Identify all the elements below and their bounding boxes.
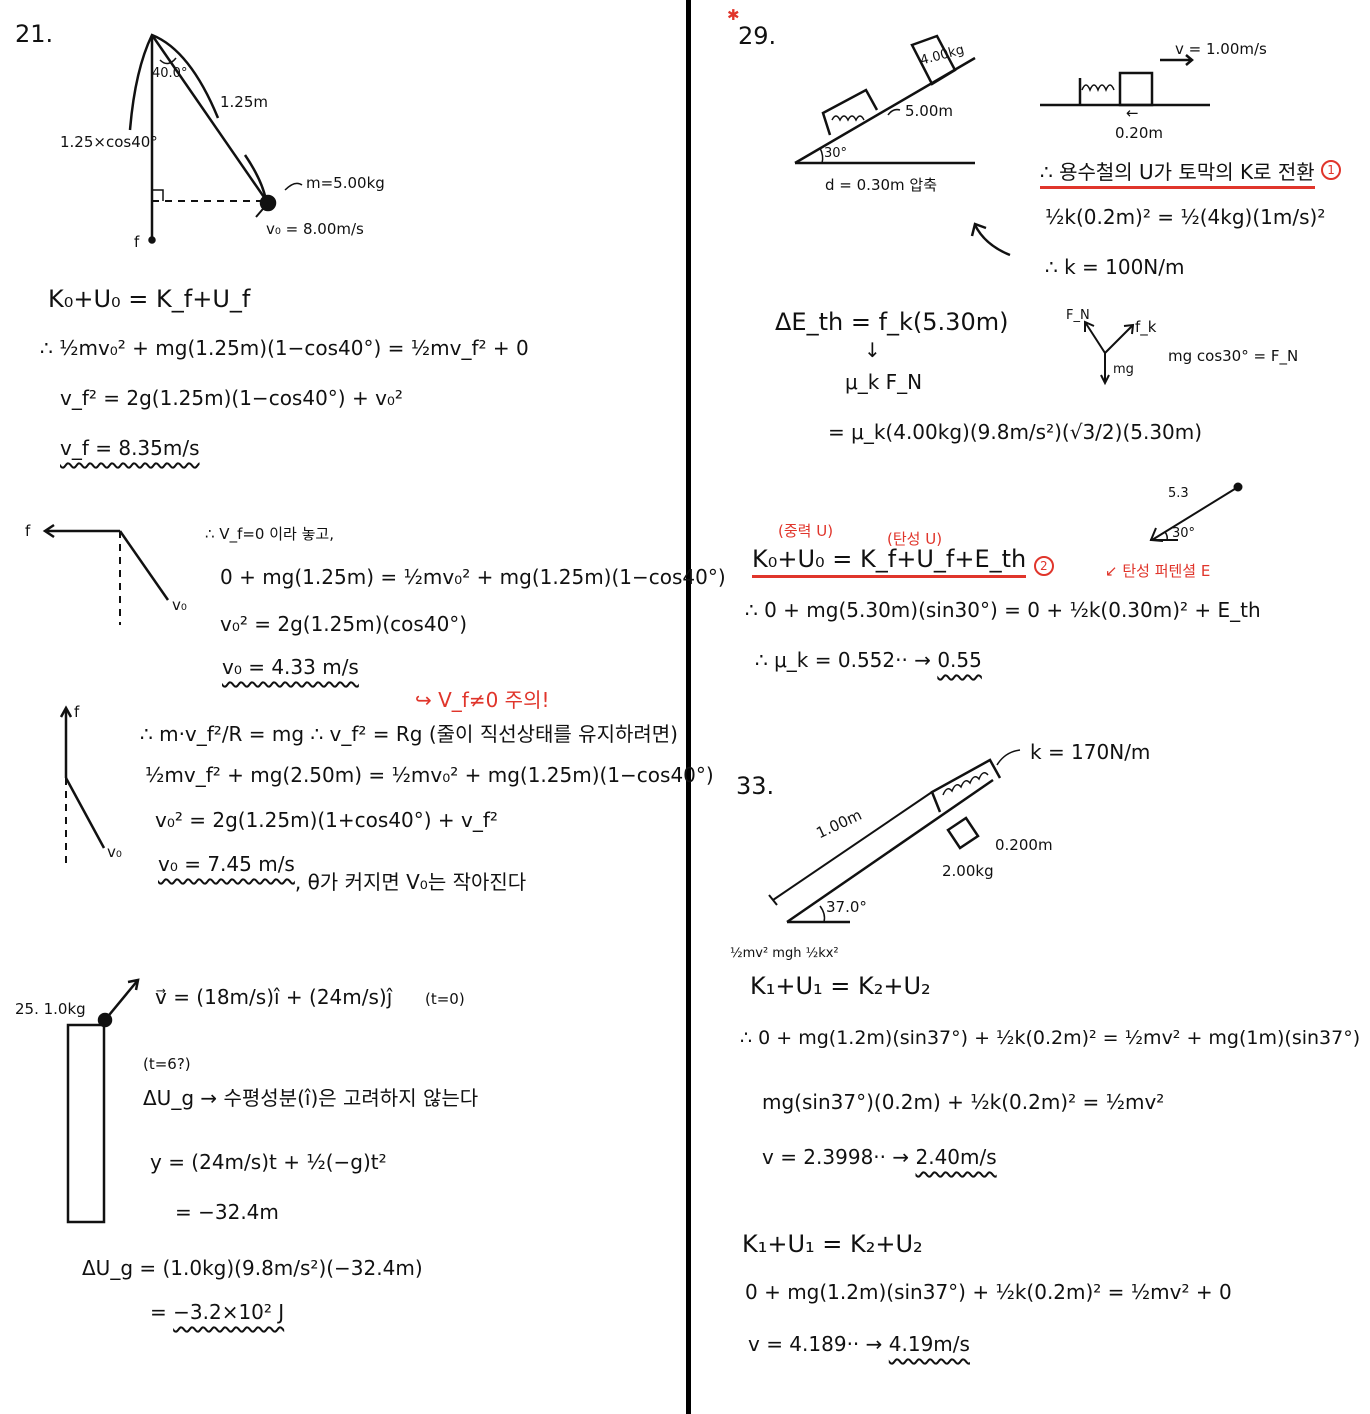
compression-label: 0.20m [1115,124,1164,142]
down-arrow-icon: ↓ [864,338,881,362]
equation-line: ∴ 0 + mg(1.2m)(sin37°) + ½k(0.2m)² = ½mv… [740,1027,1361,1049]
result: v = 2.3998·· → [762,1145,910,1169]
problem-33-number: 33. [736,772,775,800]
final-point-label: f [25,522,31,540]
warning-note: ↪ V_f≠0 주의! [415,688,550,712]
mass-label: 2.00kg [942,862,994,880]
equation-line: v_f² = 2g(1.25m)(1−cos40°) + v₀² [60,386,403,410]
equation-line: = μ_k(4.00kg)(9.8m/s²)(√3/2)(5.30m) [828,420,1203,444]
final-point-label: f [74,703,80,721]
elastic-u-label: (탄성 U) [887,530,943,548]
answer: v₀ = 7.45 m/s [158,852,295,876]
weight-label: mg [1113,362,1134,377]
distance-label: 5.00m [905,102,954,120]
angle-label: 30° [1172,526,1196,541]
equation-line: K₁+U₁ = K₂+U₂ [742,1230,923,1258]
initial-velocity-label: v₀ = 8.00m/s [266,220,364,238]
displacement-diagram [1149,482,1243,542]
equation-line: 0 + mg(1.25m) = ½mv₀² + mg(1.25m)(1−cos4… [220,565,726,589]
answer: 0.55 [937,648,982,672]
spring-constant-label: k = 170N/m [1030,740,1151,764]
equation-line: ½mv_f² + mg(2.50m) = ½mv₀² + mg(1.25m)(1… [145,763,714,787]
initial-velocity-label: v₀ [107,843,122,861]
string-length-label: 1.25m [220,93,269,111]
gravity-u-label: (중력 U) [778,522,834,540]
answer: 4.19m/s [888,1332,970,1356]
equation-line: y = (24m/s)t + ½(−g)t² [150,1150,387,1174]
page-divider [686,0,691,1414]
equation-line: ∴ m·v_f²/R = mg ∴ v_f² = Rg (줄이 직선상태를 유지… [140,722,678,746]
answer: −3.2×10² J [173,1300,285,1324]
spring-energy-note: ∴ 용수철의 U가 토막의 K로 전환 [1040,160,1315,189]
friction-expression: μ_k F_N [845,370,923,394]
star-icon: ✱ [727,6,740,24]
equation-line: K₁+U₁ = K₂+U₂ [750,972,931,1000]
answer: v_f = 8.35m/s [60,436,200,460]
answer: 2.40m/s [915,1145,997,1169]
tower-diagram [66,978,140,1224]
incline-spring-diagram [768,749,1021,924]
answer: v₀ = 4.33 m/s [222,655,359,679]
velocity-vector: v⃗ = (18m/s)î + (24m/s)ĵ [155,985,393,1009]
energy-hint: ½mv² mgh ½kx² [730,946,839,961]
compression-label: 0.200m [995,836,1053,854]
free-body-diagram [1084,320,1135,386]
angle-label: 30° [824,146,848,161]
height-label: 1.25×cos40° [60,133,158,151]
pendulum-vertical-diagram [59,705,106,865]
marker-1: 1 [1321,160,1342,180]
left-arrow-icon: ← [1126,104,1139,122]
angle-label: 37.0° [826,898,867,916]
pendulum-top-diagram [42,523,170,625]
friction-label: f_k [1135,318,1157,336]
incline-diagram [794,34,976,165]
equation-line: 0 + mg(1.2m)(sin37°) + ½k(0.2m)² = ½mv² … [745,1280,1232,1304]
angle-label: 40.0° [152,66,188,81]
result: ∴ μ_k = 0.552·· → [755,648,931,672]
normal-force-label: F_N [1066,308,1090,323]
problem-25-number: 25. 1.0kg [15,1000,86,1018]
conclusion: , θ가 커지면 V₀는 작아진다 [294,870,527,894]
time-six: (t=6?) [143,1055,191,1073]
equation-line: mg(sin37°)(0.2m) + ½k(0.2m)² = ½mv² [762,1090,1165,1114]
equation-line: ∴ ½mv₀² + mg(1.25m)(1−cos40°) = ½mv_f² +… [40,336,529,360]
note: ∴ V_f=0 이라 놓고, [205,525,334,543]
problem-29-number: 29. [738,22,777,50]
speed-label: v = 1.00m/s [1175,40,1267,58]
normal-force-eq: mg cos30° = F_N [1168,347,1299,365]
energy-equation: K₀+U₀ = K_f+U_f+E_th [752,545,1027,578]
compression-label: d = 0.30m 압축 [825,176,938,194]
initial-velocity-label: v₀ [172,596,187,614]
equation-line: v₀² = 2g(1.25m)(1+cos40°) + v_f² [155,808,498,832]
final-point-label: f [134,233,140,251]
pendulum-diagram [128,33,303,244]
length-label: 5.3 [1168,486,1189,501]
time-zero: (t=0) [425,990,465,1008]
spring-block-diagram [970,54,1210,257]
equation-line: ∴ k = 100N/m [1045,255,1185,279]
equals: = [150,1300,167,1324]
result: v = 4.189·· → [748,1332,883,1356]
note: ΔU_g → 수평성분(î)은 고려하지 않는다 [143,1086,479,1110]
marker-2: 2 [1033,555,1054,576]
mass-label: m=5.00kg [306,174,385,192]
elastic-potential-note: ↙ 탄성 퍼텐셜 E [1105,562,1211,580]
equation-line: K₀+U₀ = K_f+U_f [48,285,251,313]
thermal-energy-eq: ΔE_th = f_k(5.30m) [775,308,1009,336]
equation-line: ΔU_g = (1.0kg)(9.8m/s²)(−32.4m) [82,1256,423,1280]
equation-line: v₀² = 2g(1.25m)(cos40°) [220,612,468,636]
equation-line: = −32.4m [175,1200,279,1224]
equation-line: ½k(0.2m)² = ½(4kg)(1m/s)² [1045,205,1326,229]
equation-line: ∴ 0 + mg(5.30m)(sin30°) = 0 + ½k(0.30m)²… [745,598,1261,622]
problem-21-number: 21. [15,20,54,48]
